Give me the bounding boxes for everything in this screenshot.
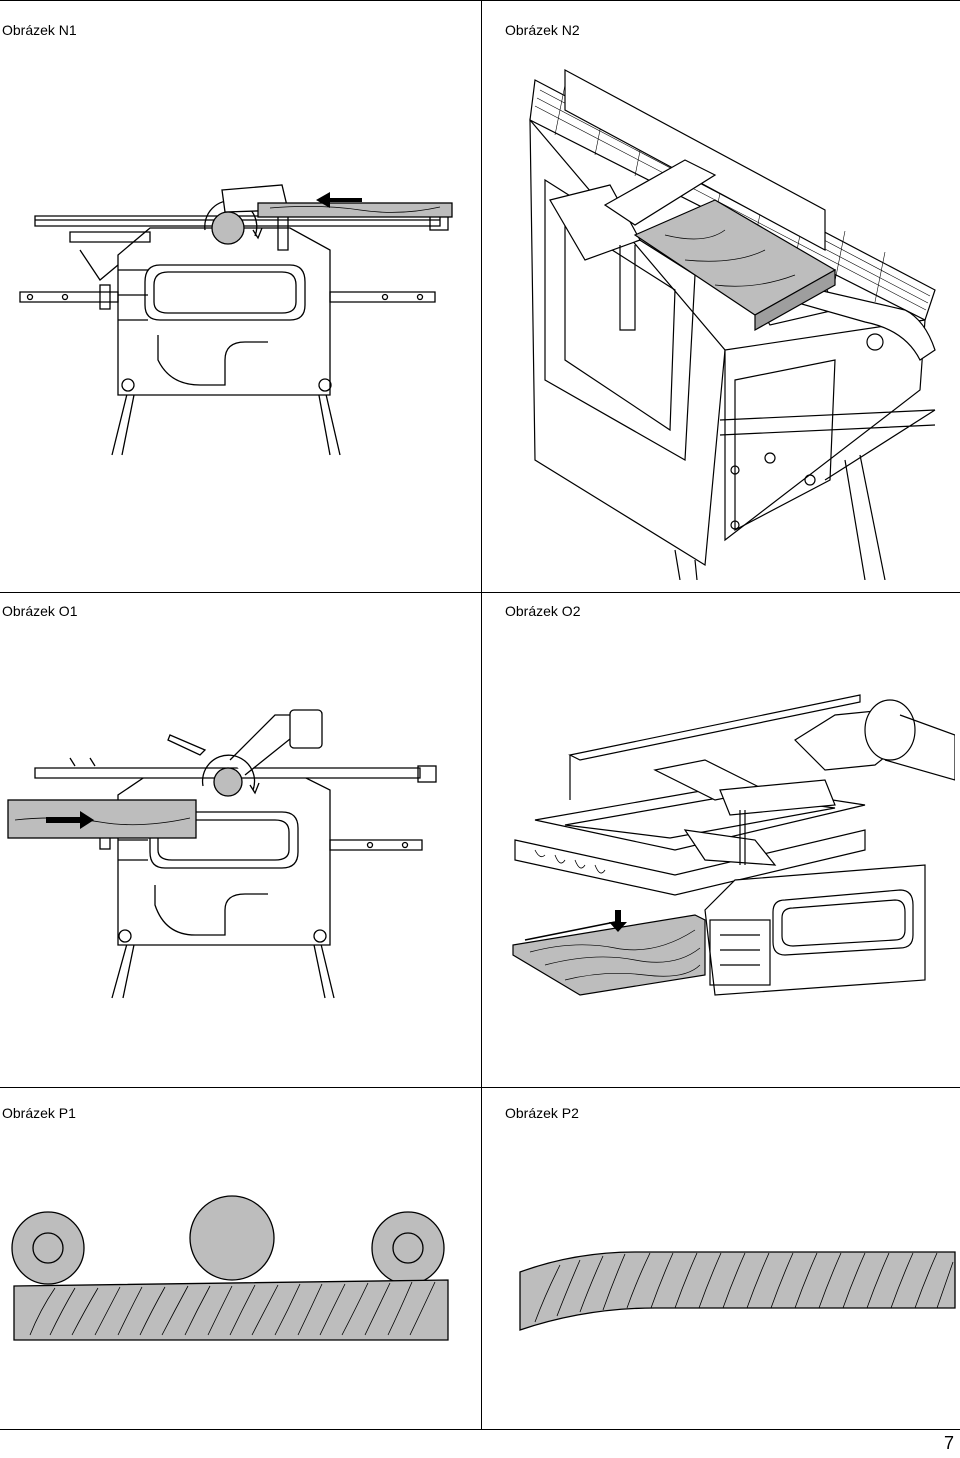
figure-o1-thicknesser-side-view	[7, 709, 437, 999]
page-number: 7	[943, 1433, 954, 1453]
figure-p2-bowed-board	[519, 1251, 956, 1331]
bottom-rule	[0, 1429, 960, 1430]
figure-p1-rollers-on-board	[11, 1195, 449, 1341]
caption-figure-p1: Obrázek P1	[2, 1105, 76, 1121]
caption-figure-n1: Obrázek N1	[2, 22, 77, 38]
figure-o2-thicknesser-perspective	[512, 694, 955, 996]
caption-figure-n2: Obrázek N2	[505, 22, 580, 38]
caption-figure-o1: Obrázek O1	[2, 603, 78, 619]
figure-n1-planer-side-view	[19, 184, 453, 456]
figure-n2-planer-perspective	[529, 68, 936, 580]
top-rule	[0, 0, 960, 1]
row-divider-2	[0, 1087, 960, 1088]
row-divider-1	[0, 592, 960, 593]
caption-figure-o2: Obrázek O2	[505, 603, 581, 619]
caption-figure-p2: Obrázek P2	[505, 1105, 579, 1121]
column-divider	[481, 0, 482, 1430]
